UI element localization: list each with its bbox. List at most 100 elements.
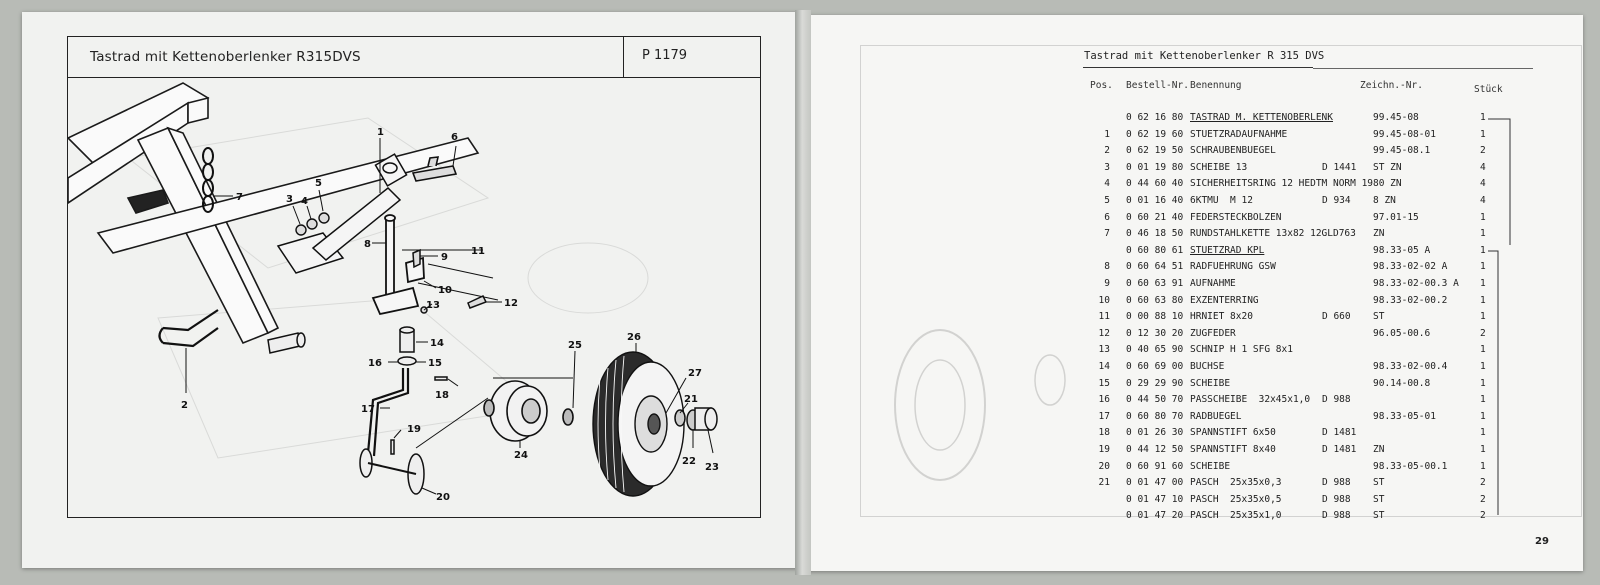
cell-name: SCHEIBE	[1190, 460, 1231, 472]
cell-zeich: 99.45-08.1	[1373, 145, 1431, 157]
cell-pos: 4	[1104, 178, 1110, 190]
cell-nr: 0 46 18 50	[1126, 228, 1184, 240]
cell-nr: 0 60 69 00	[1126, 361, 1184, 372]
cell-din: D 988	[1322, 493, 1351, 505]
cell-nr: 0 62 19 60	[1126, 128, 1184, 140]
cell-pos: 19	[1098, 444, 1110, 455]
cell-nr: 0 60 80 61	[1126, 244, 1184, 256]
cell-pos: 5	[1104, 195, 1110, 206]
callout-14: 14	[430, 338, 444, 349]
callout-5: 5	[315, 178, 322, 189]
callout-3: 3	[286, 194, 293, 205]
callout-labels: 1 2 3 4 5 6 7 8 9 10 11 12 13 14 15 16 1…	[181, 127, 719, 503]
callout-21: 21	[684, 394, 698, 405]
callout-26: 26	[627, 332, 641, 343]
cell-name: SICHERHEITSRING 12 HEDTM NORM 1980 ZN	[1190, 178, 1402, 190]
callout-10: 10	[438, 285, 452, 296]
cell-qty: 1	[1480, 410, 1486, 422]
assembly-brackets	[1488, 118, 1511, 515]
cell-qty: 4	[1480, 178, 1486, 190]
cell-name: PASCH 25x35x0,3	[1190, 477, 1282, 489]
cell-zeich: 99.45-08-01	[1373, 128, 1436, 140]
cell-nr: 0 44 50 70	[1126, 394, 1184, 406]
callout-8: 8	[364, 239, 371, 250]
cell-nr: 0 01 19 80	[1126, 161, 1184, 173]
cell-din: D 988	[1322, 510, 1351, 522]
cell-qty: 1	[1480, 444, 1486, 455]
cell-qty: 2	[1480, 477, 1486, 489]
callout-9: 9	[441, 252, 448, 263]
cell-zeich: ST	[1373, 493, 1385, 505]
cell-zeich: ST	[1373, 311, 1385, 323]
cell-nr: 0 29 29 90	[1126, 377, 1184, 389]
cell-zeich: 98.33-05-00.1	[1373, 460, 1448, 472]
col-zeichn: Zeichn.-Nr.	[1360, 80, 1423, 91]
header-underline	[1083, 67, 1313, 68]
cell-zeich: ST	[1373, 510, 1385, 522]
cell-nr: 0 00 88 10	[1126, 311, 1184, 323]
cell-name: RADFUEHRUNG GSW	[1190, 261, 1276, 273]
col-pos: Pos.	[1090, 80, 1113, 91]
callout-16: 16	[368, 358, 382, 369]
cell-qty: 1	[1480, 244, 1486, 256]
cell-din: D 1441	[1322, 161, 1357, 173]
cell-qty: 2	[1480, 145, 1486, 157]
cell-nr: 0 60 91 60	[1126, 460, 1184, 472]
cell-qty: 1	[1480, 278, 1486, 289]
callout-6: 6	[451, 132, 458, 143]
show-through-drawing	[894, 329, 1066, 481]
cell-nr: 0 44 60 40	[1126, 178, 1184, 190]
cell-nr: 0 60 63 91	[1126, 278, 1184, 289]
cell-zeich: 90.14-00.8	[1373, 377, 1431, 389]
callout-2: 2	[181, 400, 188, 411]
cell-name: RADBUEGEL	[1190, 410, 1242, 422]
cell-qty: 1	[1480, 377, 1486, 389]
cell-pos: 1	[1104, 128, 1110, 140]
cell-name: EXZENTERRING	[1190, 294, 1259, 306]
cell-qty: 1	[1480, 344, 1486, 356]
show-through-frame	[860, 45, 1582, 517]
cell-qty: 1	[1480, 261, 1486, 273]
col-bestell: Bestell-Nr.	[1126, 80, 1189, 91]
callout-19: 19	[407, 424, 421, 435]
callout-25: 25	[568, 340, 582, 351]
cell-pos: 13	[1098, 344, 1110, 356]
cell-nr: 0 62 19 50	[1126, 145, 1184, 157]
drawing-frame: Tastrad mit Kettenoberlenker R315DVS P 1…	[67, 36, 761, 518]
cell-name: 6KTMU M 12	[1190, 195, 1253, 206]
cell-name: HRNIET 8x20	[1190, 311, 1253, 323]
cell-qty: 1	[1480, 394, 1486, 406]
right-catalog-page	[805, 15, 1583, 571]
cell-zeich: 98.33-02-00.3 A	[1373, 278, 1459, 289]
cell-name: PASCH 25x35x1,0	[1190, 510, 1282, 522]
exploded-parts-diagram: 1 2 3 4 5 6 7 8 9 10 11 12 13 14 15 16 1…	[68, 82, 719, 503]
page-code-box: P 1179	[623, 37, 761, 77]
cell-pos: 6	[1104, 211, 1110, 223]
cell-pos: 8	[1104, 261, 1110, 273]
page-number: 29	[1535, 536, 1549, 547]
cell-zeich: 98.33-05 A	[1373, 244, 1431, 256]
callout-11: 11	[471, 246, 485, 257]
cell-pos: 2	[1104, 145, 1110, 157]
cell-pos: 16	[1098, 394, 1110, 406]
cell-name: TASTRAD M. KETTENOBERLENK	[1190, 112, 1333, 123]
page-code: P 1179	[642, 48, 688, 63]
cell-nr: 0 01 47 00	[1126, 477, 1184, 489]
cell-pos: 11	[1098, 311, 1110, 323]
cell-name: SCHRAUBENBUEGEL	[1190, 145, 1276, 157]
callout-17: 17	[361, 404, 375, 415]
callout-24: 24	[514, 450, 528, 461]
callout-12: 12	[504, 298, 518, 309]
cell-zeich: 98.33-05-01	[1373, 410, 1436, 422]
cell-qty: 1	[1480, 294, 1486, 306]
callout-13: 13	[426, 300, 440, 311]
cell-name: SPANNSTIFT 8x40	[1190, 444, 1276, 455]
col-benennung: Benennung	[1190, 80, 1242, 91]
cell-qty: 4	[1480, 161, 1486, 173]
cell-din: D 1481	[1322, 444, 1357, 455]
callout-18: 18	[435, 390, 449, 401]
parts-list-header: Tastrad mit Kettenoberlenker R 315 DVS	[1084, 50, 1325, 62]
cell-nr: 0 01 47 10	[1126, 493, 1184, 505]
cell-qty: 1	[1480, 460, 1486, 472]
cell-din: D 660	[1322, 311, 1351, 323]
